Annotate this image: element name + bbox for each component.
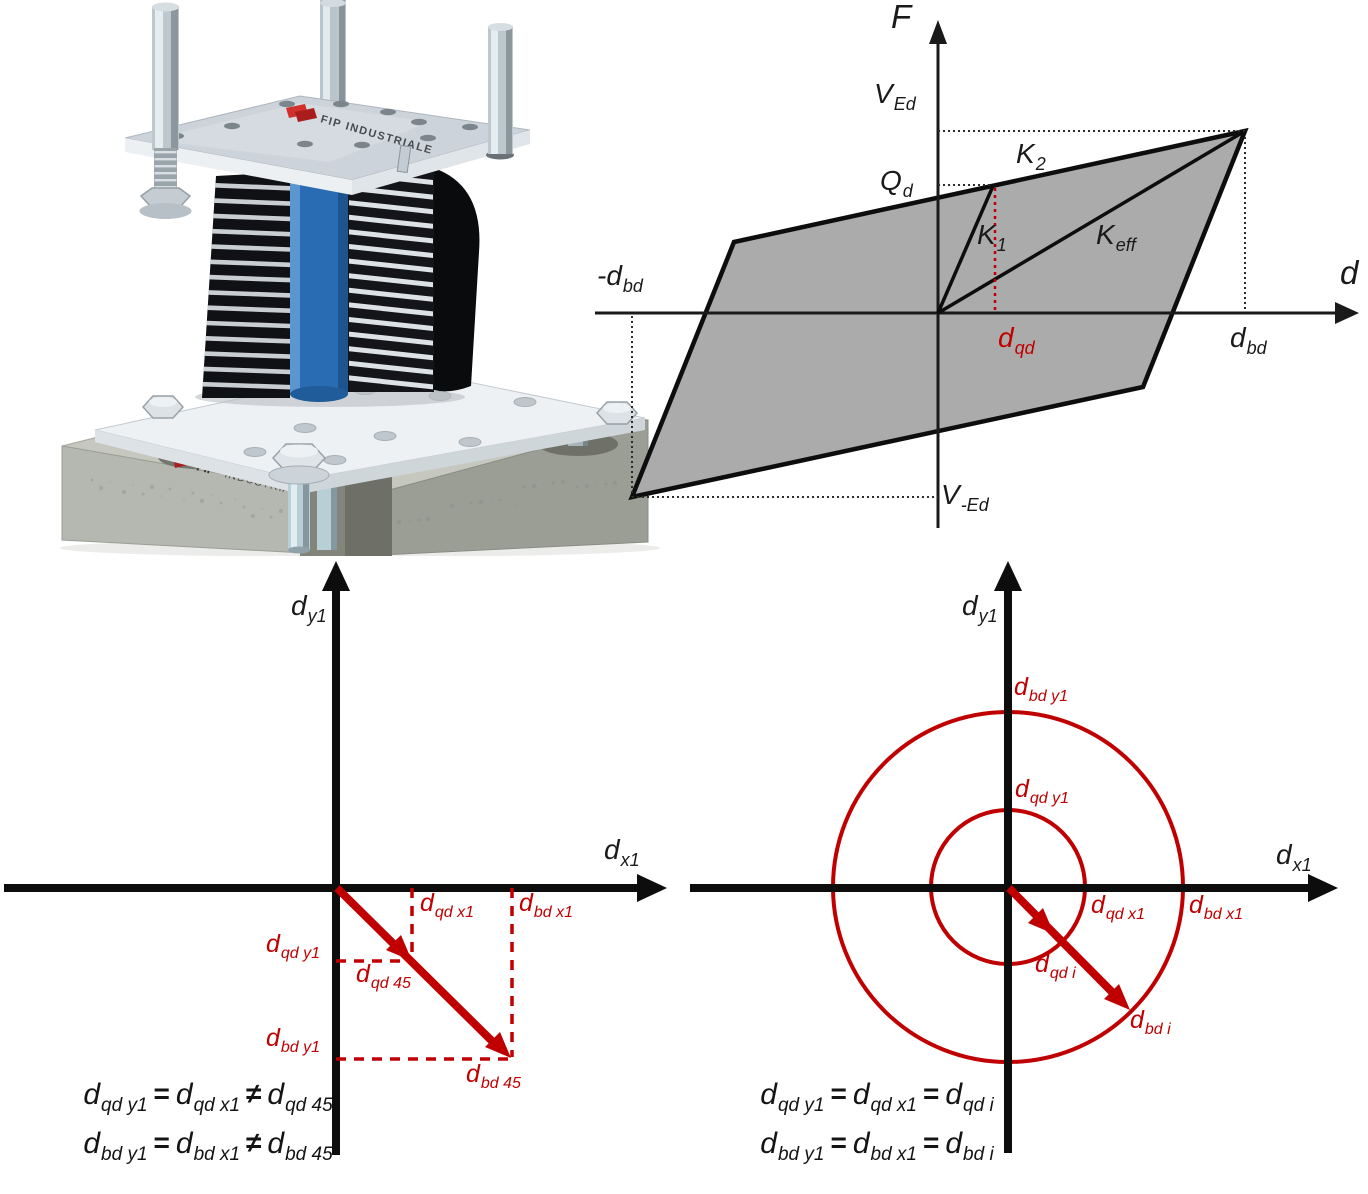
displacement-plot-45 xyxy=(4,561,667,1155)
dqd-x1-label: dqd x1 xyxy=(420,889,475,921)
dbd-label: dbd xyxy=(1230,322,1267,358)
notch-right-face xyxy=(345,468,392,556)
f-axis-arrow xyxy=(929,20,947,44)
y-axis-arrow xyxy=(994,561,1022,591)
equation-qd: dqd y1=dqd x1≠dqd 45 xyxy=(83,1078,333,1116)
dbd-x1-label: dbd x1 xyxy=(519,889,574,921)
edge-clip xyxy=(396,144,412,174)
dqd-i-label: dqd i xyxy=(1035,950,1076,982)
hex-bolt-left xyxy=(141,395,185,419)
d-axis-arrow xyxy=(1335,302,1359,324)
elastomer-stack xyxy=(202,162,480,398)
dbd-x1-label: dbd x1 xyxy=(1189,891,1244,923)
washer-front xyxy=(268,465,330,485)
isolator-bearing-photo: FIP INDUSTRIALE xyxy=(60,0,660,556)
dx1-axis-label: dx1 xyxy=(604,834,640,870)
dy1-axis-label: dy1 xyxy=(291,590,327,626)
washer xyxy=(139,203,192,219)
bd-arrowhead xyxy=(1104,984,1130,1010)
concrete-texture xyxy=(90,478,618,525)
dy1-axis-label: dy1 xyxy=(962,590,998,626)
dqd-y1-label: dqd y1 xyxy=(1015,775,1070,807)
dqd-label: dqd xyxy=(998,322,1035,358)
x-axis-arrow xyxy=(637,874,667,902)
anchor-rod-back xyxy=(320,0,346,104)
dotted-guides xyxy=(631,130,1246,498)
equations-left: dqd y1=dqd x1≠dqd 45 dbd y1=dbd x1≠dbd 4… xyxy=(68,1078,348,1165)
v-ed-label: VEd xyxy=(874,78,916,114)
hex-bolt-right xyxy=(595,401,639,425)
keff-label: Keff xyxy=(1096,219,1136,255)
qd-arrowhead xyxy=(1028,908,1054,934)
x-axis-arrow xyxy=(1308,874,1338,902)
dbd-i-label: dbd i xyxy=(1130,1006,1171,1038)
f-axis-label: F xyxy=(891,0,912,35)
rubber-steel-layers-right xyxy=(349,171,433,390)
dbd-y1-label: dbd y1 xyxy=(266,1024,321,1056)
qd-arrowhead xyxy=(386,935,412,961)
equation-bd: dbd y1=dbd x1=dbd i xyxy=(760,1127,994,1165)
keff-line xyxy=(937,129,1246,315)
neg-dbd-label: -dbd xyxy=(597,260,643,296)
top-plate: FIP INDUSTRIALE xyxy=(124,95,531,195)
front-anchor-bolt xyxy=(268,443,330,554)
dbd-y1-label: dbd y1 xyxy=(1014,673,1069,705)
v-neg-ed-label: V-Ed xyxy=(941,479,989,515)
equations-right: dqd y1=dqd x1=dqd i dbd y1=dbd x1=dbd i xyxy=(752,1078,1002,1165)
displacement-vector xyxy=(1006,885,1119,999)
k1-line xyxy=(936,185,995,314)
dbd-45-label: dbd 45 xyxy=(466,1060,521,1092)
dqd-45-label: dqd 45 xyxy=(356,960,411,992)
anchor-rod-right xyxy=(486,23,514,160)
bd-arrowhead xyxy=(485,1032,511,1058)
d-axis-label: d xyxy=(1340,254,1359,291)
red-dashed-projections xyxy=(336,888,514,1061)
hysteresis-plot xyxy=(595,20,1359,528)
k1-label: K1 xyxy=(977,219,1007,255)
equation-bd: dbd y1=dbd x1≠dbd 45 xyxy=(83,1127,333,1165)
displacement-vector xyxy=(334,885,500,1049)
equation-qd: dqd y1=dqd x1=dqd i xyxy=(760,1078,994,1116)
bottom-plate xyxy=(94,365,646,494)
dqd-y1-label: dqd y1 xyxy=(266,930,321,962)
k2-label: K2 xyxy=(1016,138,1046,174)
anchor-rod-left xyxy=(139,2,192,219)
rubber-steel-layers-left xyxy=(202,183,290,390)
dx1-axis-label: dx1 xyxy=(1276,839,1312,875)
dqd-x1-label: dqd x1 xyxy=(1091,891,1146,923)
displacement-plot-radial xyxy=(690,561,1338,1153)
q-d-label: Qd xyxy=(880,165,913,201)
rubber-side-cover xyxy=(434,168,480,392)
y-axis-arrow xyxy=(322,561,350,591)
